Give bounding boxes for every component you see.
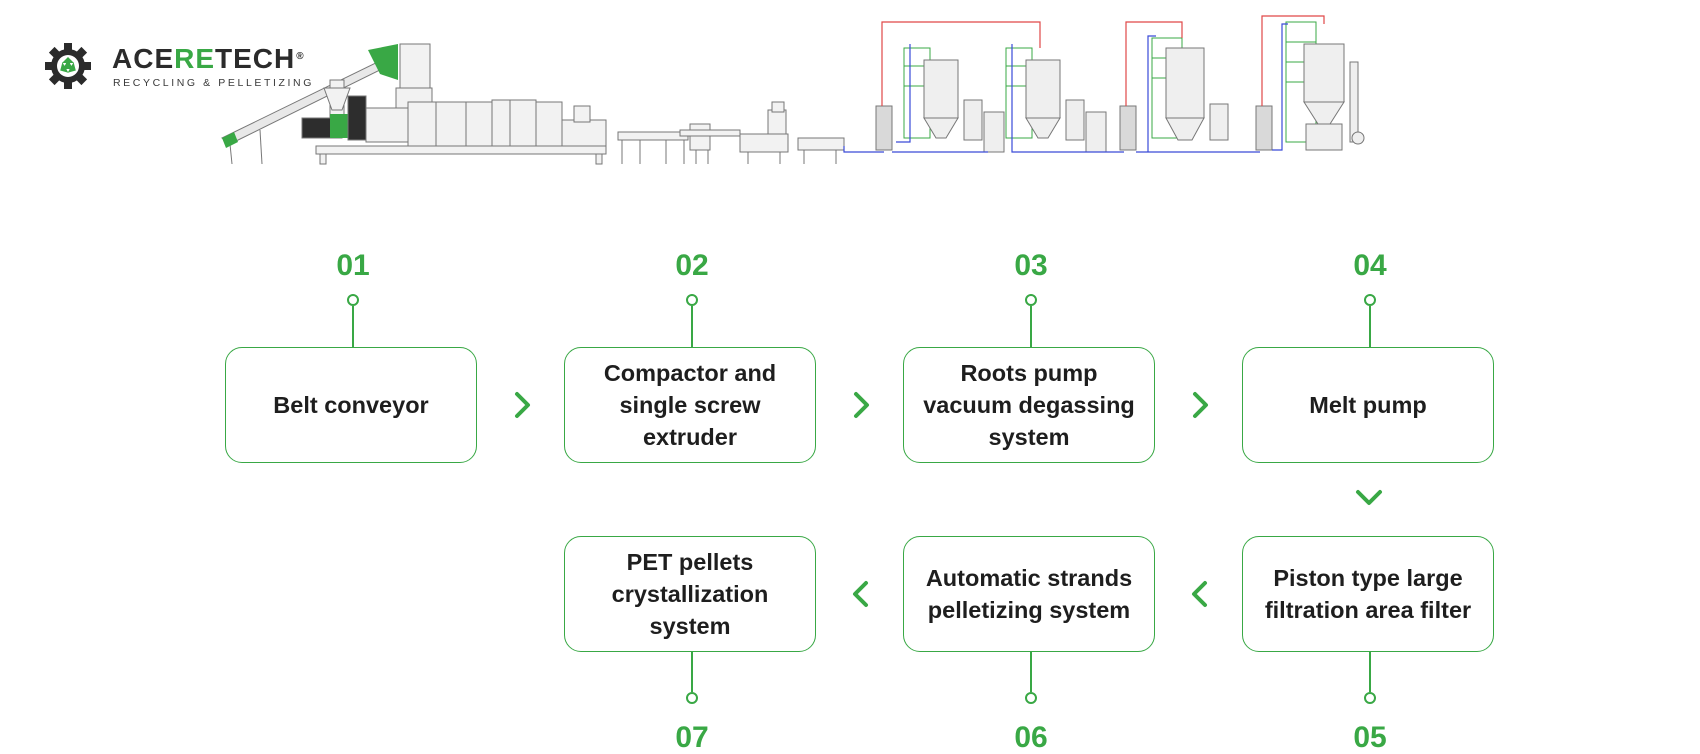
step-card-vacuum-degassing: Roots pump vacuum degassing system [903, 347, 1155, 463]
step-marker-03 [1025, 294, 1037, 306]
recycling-line-machinery-icon [221, 15, 1365, 165]
brand-logo: ACERETECH® RECYCLING & PELLETIZING [44, 42, 311, 92]
step-card-compactor-extruder: Compactor and single screw extruder [564, 347, 816, 463]
step-card-belt-conveyor: Belt conveyor [225, 347, 477, 463]
chevron-down-icon [1356, 490, 1382, 505]
step-card-strands-pelletizing: Automatic strands pelletizing system [903, 536, 1155, 652]
step-marker-05 [1364, 692, 1376, 704]
step-connector-07 [691, 652, 693, 692]
registered-mark: ® [296, 51, 305, 62]
step-number-05: 05 [1353, 721, 1387, 754]
step-label-03: Roots pump vacuum degassing system [923, 360, 1135, 450]
chevron-right-icon [1193, 392, 1208, 418]
step-label-07: PET pellets crystallization system [611, 549, 769, 639]
step-label-01: Belt conveyor [273, 392, 429, 418]
brand-name-prefix: ACE [112, 43, 175, 74]
step-connector-01 [352, 306, 354, 347]
step-marker-06 [1025, 692, 1037, 704]
brand-name-highlight: RE [174, 43, 216, 74]
step-card-filtration-filter: Piston type large filtration area filter [1242, 536, 1494, 652]
chevron-left-icon [853, 581, 868, 607]
step-connector-04 [1369, 306, 1371, 347]
step-card-melt-pump: Melt pump [1242, 347, 1494, 463]
step-marker-01 [347, 294, 359, 306]
brand-name-suffix: TECH [215, 43, 296, 74]
step-marker-07 [686, 692, 698, 704]
step-connector-05 [1369, 652, 1371, 692]
step-number-06: 06 [1014, 721, 1048, 754]
step-number-04: 04 [1353, 249, 1387, 282]
chevron-right-icon [515, 392, 530, 418]
step-connector-02 [691, 306, 693, 347]
step-label-06: Automatic strands pelletizing system [925, 565, 1133, 623]
step-marker-04 [1364, 294, 1376, 306]
step-label-02: Compactor and single screw extruder [603, 360, 777, 450]
step-label-04: Melt pump [1309, 392, 1427, 418]
step-connector-03 [1030, 306, 1032, 347]
chevron-left-icon [1192, 581, 1207, 607]
step-card-pellets-crystallization: PET pellets crystallization system [564, 536, 816, 652]
step-number-03: 03 [1014, 249, 1048, 282]
step-number-07: 07 [675, 721, 709, 754]
step-label-05: Piston type large filtration area filter [1264, 565, 1472, 623]
step-number-02: 02 [675, 249, 709, 282]
brand-name: ACERETECH® [112, 45, 305, 73]
brand-tagline: RECYCLING & PELLETIZING [113, 77, 315, 89]
recycle-gear-icon [45, 43, 91, 89]
step-connector-06 [1030, 652, 1032, 692]
chevron-right-icon [854, 392, 869, 418]
step-number-01: 01 [336, 249, 370, 282]
step-marker-02 [686, 294, 698, 306]
